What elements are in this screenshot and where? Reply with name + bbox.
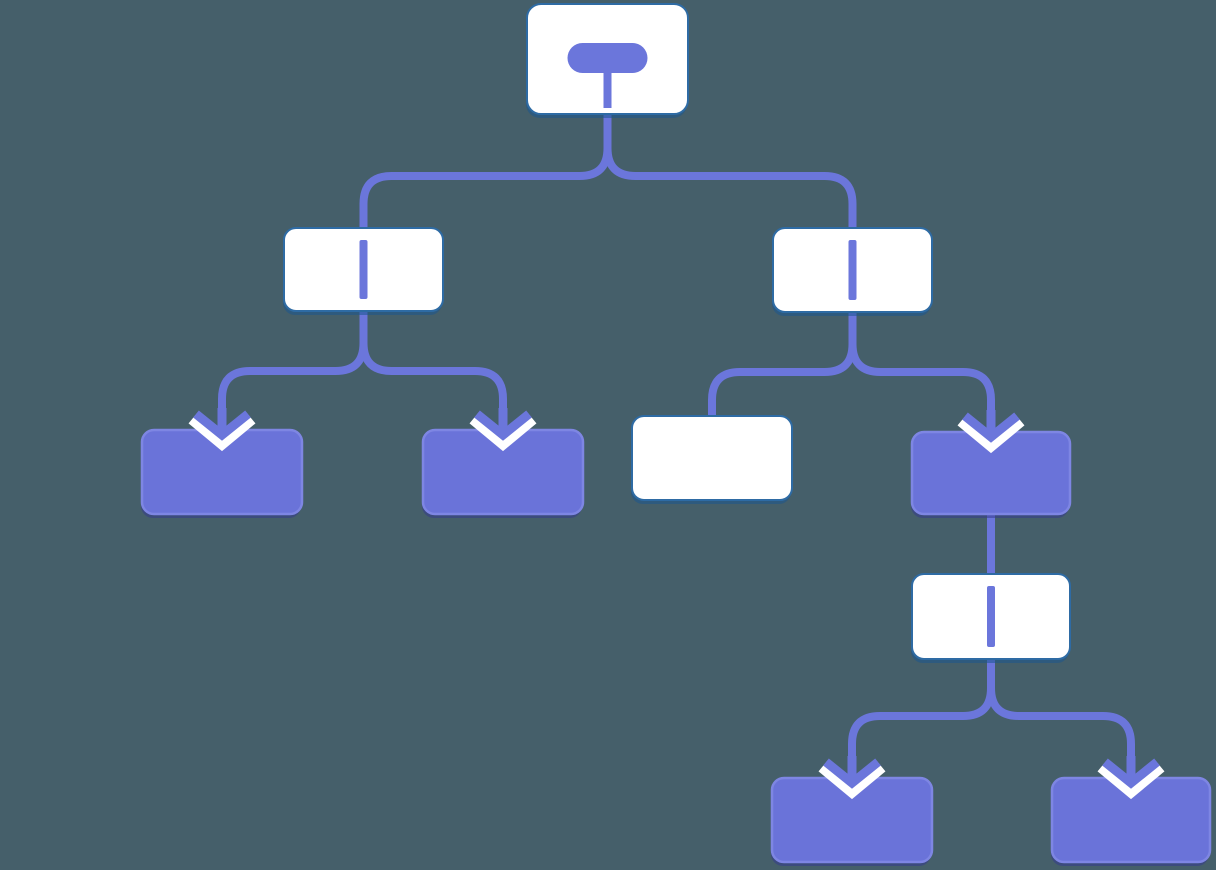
connector-edge [987, 655, 1135, 782]
chevron-down-icon [188, 408, 256, 452]
chevron-white-stroke [188, 412, 256, 452]
child-action-node[interactable] [910, 430, 1072, 518]
chevron-white-stroke [1097, 760, 1165, 800]
branch-left-node[interactable] [283, 227, 444, 315]
branch-lower-node[interactable] [911, 573, 1071, 663]
branch-right-node[interactable] [772, 227, 933, 316]
connector-edge [708, 308, 857, 420]
split-bar-icon [987, 586, 995, 647]
child-plain-node[interactable] [631, 415, 793, 504]
root-stem-icon [603, 70, 612, 108]
connector-edge [359, 110, 612, 232]
chevron-down-icon [818, 756, 886, 800]
arrows-layer [188, 408, 1165, 800]
chevron-down-icon [957, 410, 1025, 454]
root-node[interactable] [526, 3, 689, 118]
root-pill-icon [567, 43, 648, 73]
arrow-head [962, 412, 1020, 443]
leaf-bottom-left-node[interactable] [770, 776, 934, 866]
connector-edge [848, 308, 995, 436]
split-bar-icon [359, 240, 368, 299]
leaf-far-left-node[interactable] [140, 428, 304, 518]
arrow-head [193, 410, 251, 441]
chevron-down-icon [1097, 756, 1165, 800]
chevron-white-stroke [469, 412, 537, 452]
connectors-layer [218, 110, 1135, 782]
arrow-head [823, 758, 881, 789]
split-bar-icon [848, 240, 857, 300]
connector-edge [359, 307, 507, 434]
arrow-head [474, 410, 532, 441]
arrow-head [1102, 758, 1160, 789]
leaf-bottom-right-node[interactable] [1050, 776, 1212, 866]
leaf-mid-left-node[interactable] [421, 428, 585, 518]
node-body [631, 415, 793, 501]
connector-edge [603, 110, 857, 232]
nodes-layer [140, 3, 1212, 866]
chevron-down-icon [469, 408, 537, 452]
chevron-white-stroke [957, 414, 1025, 454]
chevron-white-stroke [818, 760, 886, 800]
